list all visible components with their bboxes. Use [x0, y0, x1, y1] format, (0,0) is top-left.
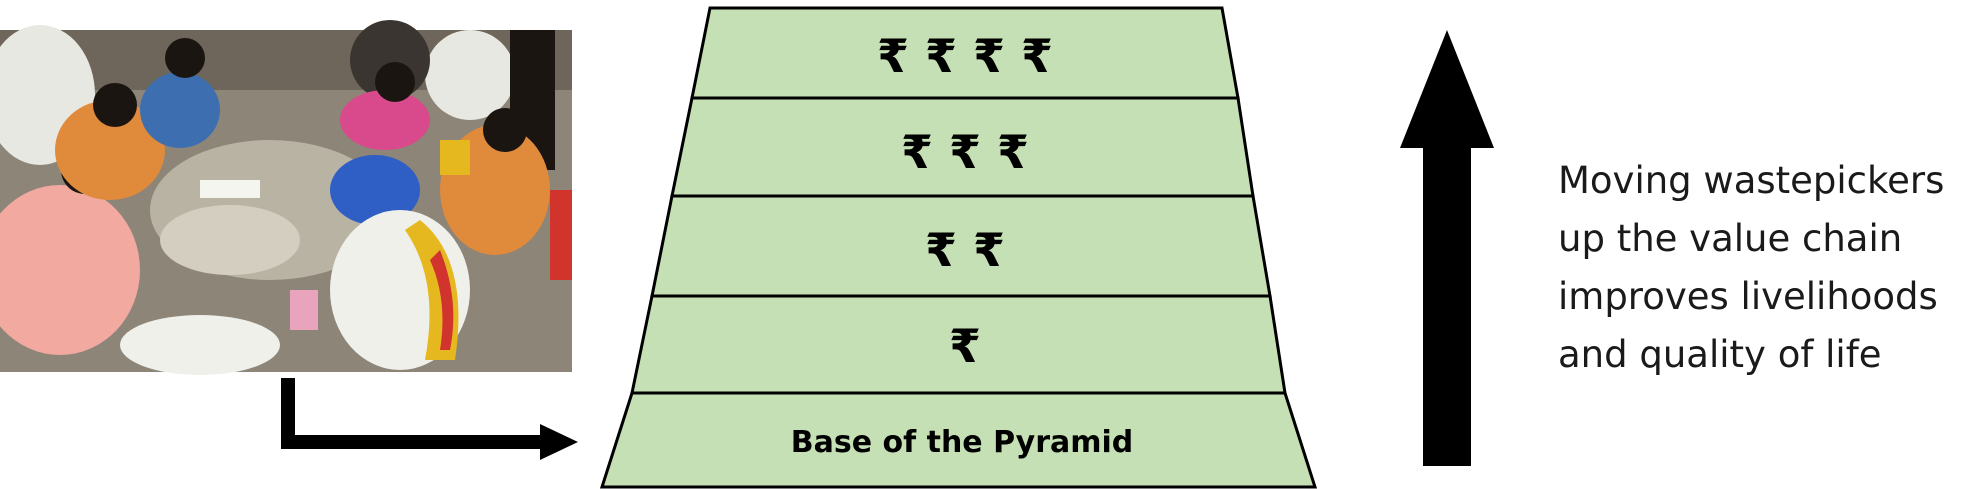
pyramid-base-tier	[599, 391, 1318, 489]
photo-waste-items	[160, 205, 300, 275]
value-chain-caption: Moving wastepickers up the value chain i…	[1558, 152, 1978, 384]
tier-4-label: ₹ ₹ ₹ ₹	[877, 29, 1053, 83]
photo-woman-magenta-head	[375, 62, 415, 102]
up-arrow-icon	[1400, 30, 1494, 466]
photo-woman-magenta-sari	[340, 90, 430, 150]
tier-1-label: ₹	[949, 319, 981, 373]
photo-red-bag-print	[430, 250, 454, 350]
base-tier-label: Base of the Pyramid	[791, 425, 1134, 460]
photo-red-bag	[550, 190, 572, 280]
photo-yellow-can	[440, 140, 470, 175]
wastepickers-photo	[0, 20, 572, 375]
photo-woman-right-head	[483, 108, 527, 152]
photo-woman-blue-sari	[140, 72, 220, 148]
photo-white-sack-bottom	[120, 315, 280, 375]
photo-woman-blue-head	[165, 38, 205, 78]
caption-line-3: improves livelihoods	[1558, 275, 1938, 318]
caption-line-1: Moving wastepickers	[1558, 159, 1945, 202]
photo-sack-top-right	[425, 30, 515, 120]
photo-woman-pink-sari	[0, 185, 140, 355]
photo-paper	[200, 180, 260, 198]
photo-woman-orange-head	[93, 83, 137, 127]
caption-line-2: up the value chain	[1558, 217, 1903, 260]
elbow-right-arrow-icon	[281, 378, 578, 460]
tier-3-label: ₹ ₹ ₹	[901, 125, 1029, 179]
value-chain-pyramid: ₹ ₹ ₹ ₹ ₹ ₹ ₹ ₹ ₹ ₹ Base of the Pyramid	[599, 6, 1318, 489]
tier-2-label: ₹ ₹	[925, 223, 1005, 277]
caption-line-4: and quality of life	[1558, 333, 1882, 376]
photo-pink-item	[290, 290, 318, 330]
photo-blue-bag	[330, 155, 420, 225]
photo-woman-orange-sari	[55, 100, 165, 200]
